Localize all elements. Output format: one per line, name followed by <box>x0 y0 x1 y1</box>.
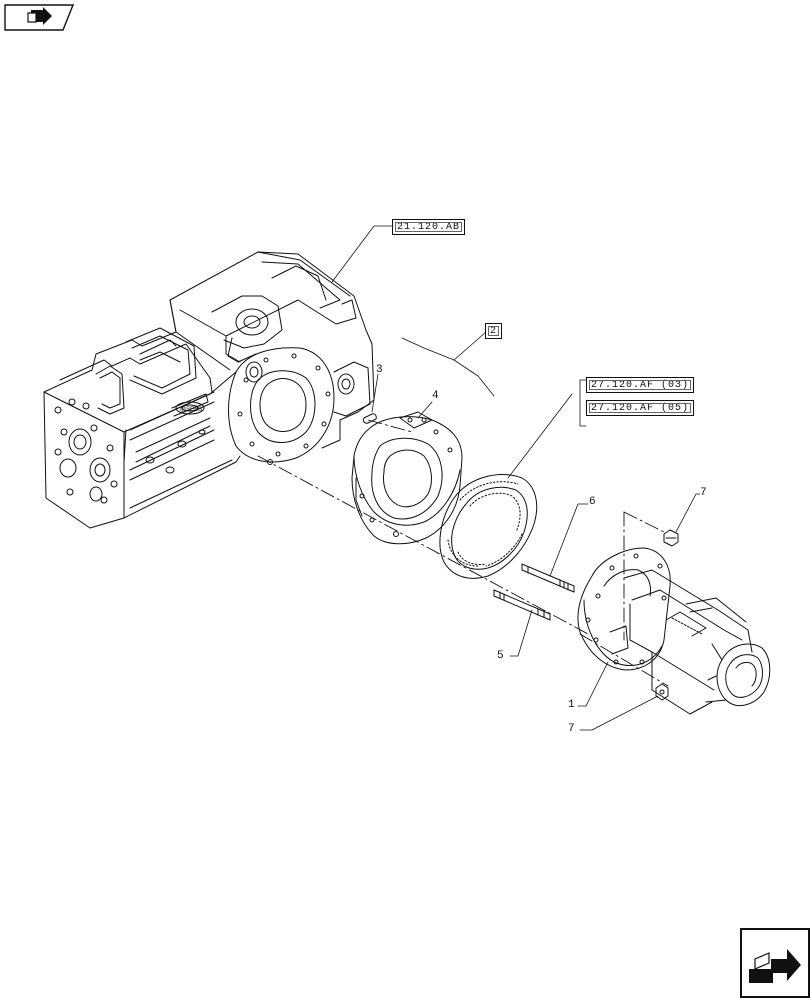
callout-part-1: 1 <box>568 699 575 711</box>
part-7-bolt-bottom <box>655 683 669 701</box>
ref-kit-2[interactable]: 2 <box>485 323 503 339</box>
axis-centerline <box>257 419 669 687</box>
callout-part-3: 3 <box>376 364 383 376</box>
part-4-carrier <box>351 411 463 545</box>
part-6-stud <box>521 563 575 593</box>
svg-text:@SEBS: @SEBS <box>180 407 202 413</box>
callout-part-4: 4 <box>432 390 439 402</box>
part-7-bolt-top <box>663 529 679 547</box>
part-1-axle-housing <box>577 547 771 715</box>
leader-lines <box>331 225 701 731</box>
part-5-stud <box>493 589 551 621</box>
ref-27-120-af-03[interactable]: 27.120.AF (03) <box>586 377 695 393</box>
callout-part-7-bottom: 7 <box>568 723 575 735</box>
ref-27-120-af-05[interactable]: 27.120.AF (05) <box>586 400 695 416</box>
forward-arrow-icon <box>741 929 809 997</box>
back-arrow-button[interactable] <box>4 4 75 31</box>
ref-21-120-ab[interactable]: 21.120.AB <box>392 219 466 235</box>
transmission-housing: @SEBS <box>43 251 375 529</box>
back-arrow-icon <box>4 4 75 31</box>
ring-gear <box>439 474 538 579</box>
callout-part-7-top: 7 <box>700 487 707 499</box>
callout-part-5: 5 <box>497 650 504 662</box>
callout-part-6: 6 <box>589 496 596 508</box>
forward-arrow-button[interactable] <box>740 928 810 998</box>
part-3-pin <box>362 413 377 424</box>
